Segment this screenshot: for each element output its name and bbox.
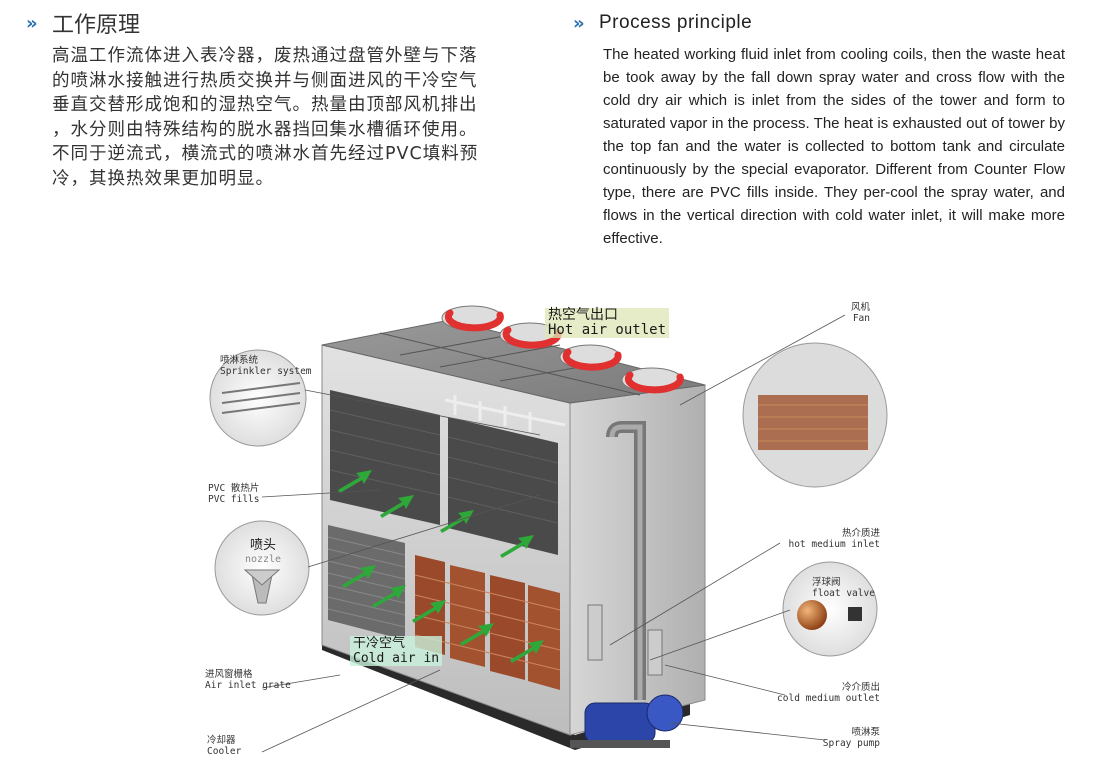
fan-cn: 风机 <box>850 302 870 313</box>
float-valve-inset <box>782 561 878 657</box>
cooler-en: Cooler <box>207 746 242 757</box>
hot-medium-inlet-label: 热介质进 hot medium inlet <box>780 528 880 550</box>
chinese-paragraph: 高温工作流体进入表冷器，废热通过盘管外壁与下落 的喷淋水接触进行热质交换并与侧面… <box>52 44 552 191</box>
air-grate-cn: 进风窗栅格 <box>205 669 253 680</box>
english-paragraph: The heated working fluid inlet from cool… <box>603 46 1065 247</box>
chinese-line: 的喷淋水接触进行热质交换并与侧面进风的干冷空气 <box>52 70 478 91</box>
english-heading: » Process principle <box>573 8 1068 38</box>
english-section: » Process principle The heated working f… <box>573 8 1068 250</box>
fan-label: 风机 Fan <box>830 302 870 324</box>
chevron-right-icon: » <box>26 12 38 34</box>
chinese-line: ，水分则由特殊结构的脱水器挡回集水槽循环使用。 <box>52 119 478 140</box>
hot-air-outlet-label: 热空气出口 Hot air outlet <box>545 307 670 338</box>
cold-medium-outlet-valve <box>647 629 663 676</box>
chinese-heading: » 工作原理 <box>26 8 556 39</box>
air-inlet-grate-label: 进风窗栅格 Air inlet grate <box>205 669 291 691</box>
cold-air-en: Cold air in <box>353 651 440 666</box>
spray-pump-en: Spray pump <box>822 738 880 749</box>
fan-en: Fan <box>852 313 870 324</box>
cold-air-arrow-icon <box>338 470 544 663</box>
float-valve-label: 浮球阀 float valve <box>812 577 875 599</box>
cold-medium-en: cold medium outlet <box>777 693 880 704</box>
cold-air-in-label: 干冷空气 Cold air in <box>350 636 443 666</box>
pvc-fill-panel <box>448 417 558 555</box>
spray-pump-icon <box>570 694 684 748</box>
cooling-tower-illustration <box>209 305 888 753</box>
cold-air-cn: 干冷空气 <box>353 636 406 651</box>
float-valve-cn: 浮球阀 <box>812 577 841 588</box>
chinese-section: » 工作原理 高温工作流体进入表冷器，废热通过盘管外壁与下落 的喷淋水接触进行热… <box>26 8 556 191</box>
cooling-tower-diagram: 热空气出口 Hot air outlet 风机 Fan 喷淋系统 Sprinkl… <box>0 285 1095 777</box>
cooler-coil <box>490 575 525 680</box>
hot-air-arrow-icon <box>444 309 684 394</box>
cooler-coil <box>528 585 560 690</box>
nozzle-label: 喷头 nozzle <box>240 539 286 567</box>
sprinkler-en: Sprinkler system <box>220 366 312 377</box>
float-ball-icon <box>797 600 827 630</box>
tower-top <box>321 319 706 404</box>
sprinkler-system-label: 喷淋系统 Sprinkler system <box>220 355 312 377</box>
sprinkler-cn: 喷淋系统 <box>220 355 259 366</box>
spray-pump-cn: 喷淋泵 <box>851 727 880 738</box>
nozzle-cn: 喷头 <box>249 538 276 553</box>
nozzle-en: nozzle <box>244 554 282 565</box>
hot-medium-cn: 热介质进 <box>841 528 880 539</box>
english-title: Process principle <box>599 12 753 33</box>
cooler-label: 冷却器 Cooler <box>207 735 241 757</box>
cold-medium-outlet-label: 冷介质出 cold medium outlet <box>770 682 880 704</box>
spray-pump-label: 喷淋泵 Spray pump <box>800 727 880 749</box>
chinese-line: 垂直交替形成饱和的湿热空气。热量由顶部风机排出 <box>52 95 478 115</box>
hot-medium-en: hot medium inlet <box>788 539 880 550</box>
pvc-fills-label: PVC 散热片 PVC fills <box>208 483 259 505</box>
chinese-line: 不同于逆流式，横流式的喷淋水首先经过PVC填料预 <box>52 144 479 164</box>
pvc-cn: PVC 散热片 <box>208 483 260 494</box>
cooler-cn: 冷却器 <box>207 735 236 746</box>
hot-air-outlet-cn: 热空气出口 <box>548 307 618 323</box>
chinese-line: 冷，其换热效果更加明显。 <box>52 168 274 189</box>
cooler-coil <box>450 565 485 667</box>
pvc-en: PVC fills <box>208 494 260 505</box>
chinese-line: 高温工作流体进入表冷器，废热通过盘管外壁与下落 <box>52 46 478 66</box>
chinese-title: 工作原理 <box>52 13 141 38</box>
hot-air-outlet-en: Hot air outlet <box>548 322 667 338</box>
float-valve-en: float valve <box>812 588 875 599</box>
chevron-right-icon: » <box>573 12 585 34</box>
hot-medium-inlet-valve <box>587 604 603 661</box>
air-grate-en: Air inlet grate <box>205 680 291 691</box>
cold-medium-cn: 冷介质出 <box>841 682 880 693</box>
nozzle-inset <box>214 520 310 616</box>
